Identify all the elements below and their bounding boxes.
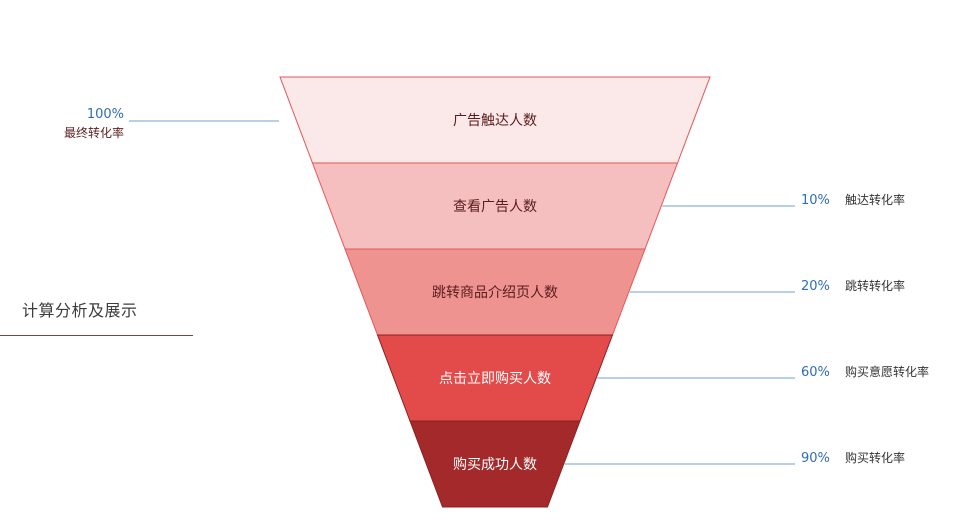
side-title-underline [0, 335, 193, 336]
side-title: 计算分析及展示 [22, 301, 138, 320]
funnel-stage-3-label: 跳转商品介绍页人数 [432, 285, 558, 301]
top-percent-label: 100% [87, 107, 124, 122]
rate-percent-1: 10% [801, 193, 830, 208]
funnel-stage-4-label: 点击立即购买人数 [439, 371, 551, 387]
conversion-annotations: 100% 最终转化率 10% 触达转化率 20% 跳转转化率 60% 购买意愿转化率 90%… [64, 107, 929, 466]
rate-label-2: 跳转转化率 [845, 278, 905, 293]
top-rate-label: 最终转化率 [64, 125, 124, 140]
rate-percent-2: 20% [801, 279, 830, 294]
rate-percent-4: 90% [801, 451, 830, 466]
funnel-stage-1-label: 广告触达人数 [453, 113, 537, 129]
funnel-stages [279, 76, 711, 508]
funnel-stage-5 [409, 420, 581, 508]
rate-label-4: 购买转化率 [845, 450, 905, 465]
funnel-stage-5-label: 购买成功人数 [453, 457, 537, 473]
funnel-stage-2-label: 查看广告人数 [453, 199, 537, 215]
rate-label-3: 购买意愿转化率 [845, 364, 929, 379]
rate-label-1: 触达转化率 [845, 192, 905, 207]
rate-percent-3: 60% [801, 365, 830, 380]
